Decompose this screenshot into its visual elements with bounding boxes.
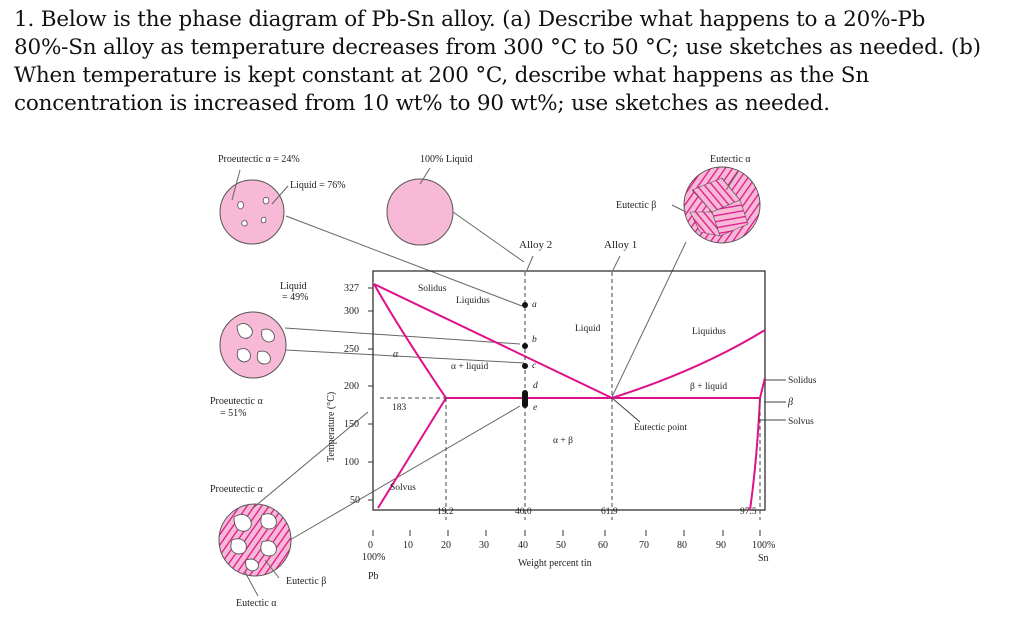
label-proeutectic-51-1: Proeutectic α [210,396,263,407]
region-liquidus-left: Liquidus [456,296,490,306]
point-a: a [532,300,537,310]
x-tick-label: 50 [556,540,566,551]
micro-circle-liquid-49 [219,311,287,379]
liquidus-left-line [373,283,613,399]
x-axis-label: Weight percent tin [518,558,592,569]
region-liquid: Liquid [575,324,601,334]
label-eutectic-alpha-top: Eutectic α [710,154,751,165]
leader-lines [231,167,739,597]
region-liquidus-right: Liquidus [692,327,726,337]
region-alpha: α [393,349,399,360]
question-line: When temperature is kept constant at 200… [14,63,869,88]
label-liquid-49-2: = 49% [282,292,308,303]
x-tick-label: 10 [403,540,413,551]
comp-183: 183 [392,403,407,413]
y-tick-label: 150 [344,419,359,430]
plot-frame [372,270,766,511]
micro-circle-liquid-100 [386,178,454,246]
x-tick-label: 80 [677,540,687,551]
x-tick-label: 90 [716,540,726,551]
x-tick-label: 70 [639,540,649,551]
x-label-sn-1: 100% [752,540,775,551]
y-tick-label: 50 [350,495,360,506]
label-liquid-100: 100% Liquid [420,154,473,165]
solidus-left-line [373,283,447,399]
label-proeutectic-51-2: = 51% [220,408,246,419]
y-ticks [368,287,373,501]
phase-boundaries [373,283,766,511]
y-tick-label: 250 [344,344,359,355]
comp-61-9: 61.9 [601,507,618,517]
question-text: 1. Below is the phase diagram of Pb-Sn a… [14,6,1014,118]
guide-lines [380,272,761,520]
x-tick-label: 20 [441,540,451,551]
micro-circle-proeutectic-24 [219,179,285,245]
point-d: d [533,381,538,391]
y-tick-label: 0 [368,540,373,551]
y-tick-label: 300 [344,306,359,317]
label-eutectic-beta: Eutectic β [616,200,656,211]
label-liquid-76: Liquid = 76% [290,180,346,191]
x-tick-label: 60 [598,540,608,551]
solvus-left-line [377,397,447,509]
micro-circle-eutectic-bottom [218,503,292,577]
question-line: 80%-Sn alloy as temperature decreases fr… [14,35,981,60]
label-proeutectic-24: Proeutectic α = 24% [218,154,300,165]
point-b: b [532,335,537,345]
x-ticks [372,530,761,536]
region-alpha-beta: α + β [553,436,573,446]
region-beta-liquid: β + liquid [690,382,727,392]
x-label-sn-2: Sn [758,553,769,564]
region-solidus-left: Solidus [418,284,447,294]
region-alpha-liquid: α + liquid [451,362,489,372]
y-axis-label: Temperature (°C) [326,392,337,462]
region-solvus-right: Solvus [788,417,814,427]
label-proeutectic-bottom: Proeutectic α [210,484,263,495]
region-eutectic-point: Eutectic point [634,423,687,433]
region-solvus-left: Solvus [390,483,416,493]
point-e: e [533,403,537,413]
label-alloy2: Alloy 2 [519,239,552,251]
x-tick-label: 30 [479,540,489,551]
y-tick-label: 327 [344,283,359,294]
question-line: 1. Below is the phase diagram of Pb-Sn a… [14,7,926,32]
y-tick-label: 100 [344,457,359,468]
x-tick-label: 40 [518,540,528,551]
comp-40-0: 40.0 [515,507,532,517]
region-solidus-right: Solidus [788,376,817,386]
alloy2-points [522,302,528,408]
liquidus-right-line [611,329,766,399]
x-label-pb-1: 100% [362,552,385,563]
y-tick-label: 200 [344,381,359,392]
comp-19-2: 19.2 [437,507,454,517]
question-line: concentration is increased from 10 wt% t… [14,91,830,116]
label-eutectic-beta-bottom: Eutectic β [286,576,326,587]
label-eutectic-alpha-bottom: Eutectic α [236,598,277,609]
comp-97-5: 97.5 [740,507,757,517]
label-alloy1: Alloy 1 [604,239,637,251]
region-beta: β [787,397,793,408]
label-liquid-49-1: Liquid [280,281,307,292]
micro-circle-eutectic-top [683,166,761,244]
right-label-pointers [611,379,786,423]
x-label-pb-2: Pb [368,571,379,582]
point-c: c [532,361,537,371]
